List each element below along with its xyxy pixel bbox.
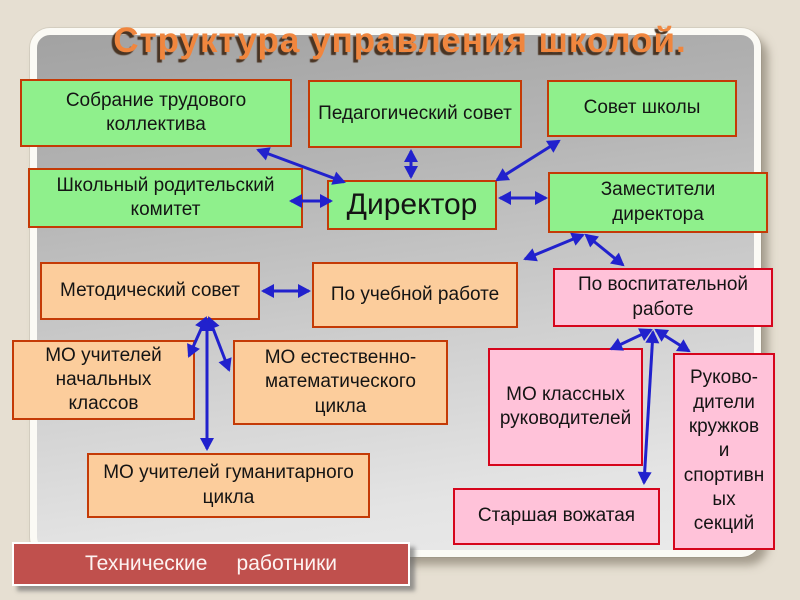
box-direktor: Директор (327, 180, 497, 230)
box-po-vospitatelnoy-rabote: По воспитательной работе (553, 268, 773, 327)
box-shkolny-roditelsky-komitet: Школьный родительский комитет (28, 168, 303, 228)
box-mo-klassnyh-rukovoditeley: МО классных руководителей (488, 348, 643, 466)
box-rukovoditeli-kruzhkov-i-sportivnyh-sekciy: Руково-дители кружков и спортивных секци… (673, 353, 775, 550)
box-mo-uchiteley-nachalnyh-klassov: МО учителей начальных классов (12, 340, 195, 420)
box-po-uchebnoy-rabote: По учебной работе (312, 262, 518, 328)
box-pedagogichesky-sovet: Педагогический совет (308, 80, 522, 148)
box-sovet-shkoly: Совет школы (547, 80, 737, 137)
box-sobranie-trudovogo-kollektiva: Собрание трудового коллектива (20, 79, 292, 147)
box-mo-uchiteley-gumanitarnogo-cikla: МО учителей гуманитарного цикла (87, 453, 370, 518)
box-zamestiteli-direktora: Заместители директора (548, 172, 768, 233)
box-starshaya-vozhataya: Старшая вожатая (453, 488, 660, 545)
box-tehnicheskie-rabotniki: Технические работники (12, 542, 410, 586)
box-mo-estestvenno-matematicheskogo-cikla: МО естественно-математического цикла (233, 340, 448, 425)
slide-title: Структура управления школой. (113, 21, 687, 60)
box-metodichesky-sovet: Методический совет (40, 262, 260, 320)
